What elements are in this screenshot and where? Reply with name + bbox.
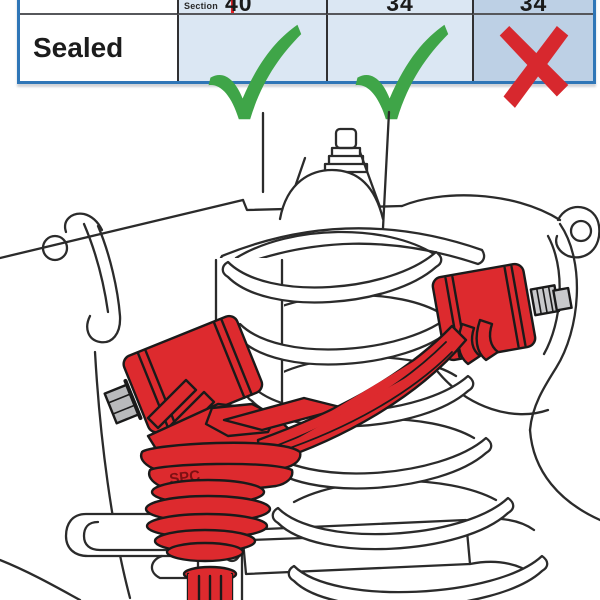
header-col-3: 34 bbox=[472, 0, 593, 15]
strut-top-mount bbox=[219, 127, 486, 272]
check-icon bbox=[355, 24, 449, 120]
comparison-table: Section 40 34 34 Sealed bbox=[17, 0, 596, 120]
upper-control-arm: SPC bbox=[103, 262, 573, 600]
header-col-1: Section 40 bbox=[177, 0, 326, 15]
ball-joint-boot bbox=[144, 478, 272, 563]
frame-bracket-left bbox=[41, 212, 122, 344]
cross-icon bbox=[499, 26, 568, 108]
left-bushing bbox=[103, 314, 264, 434]
castle-nut bbox=[182, 565, 238, 600]
sealed-result-3 bbox=[472, 15, 593, 108]
header-col-2: 34 bbox=[326, 0, 472, 15]
bracket-hole-icon bbox=[569, 219, 593, 243]
check-icon bbox=[208, 24, 301, 120]
bracket-hole-icon bbox=[41, 234, 69, 262]
red-divider bbox=[231, 0, 234, 13]
header-number-1: 40 bbox=[225, 0, 253, 16]
sealed-result-2 bbox=[326, 15, 472, 120]
sealed-result-1 bbox=[177, 15, 326, 120]
header-number-2: 34 bbox=[386, 0, 414, 16]
header-number-3: 34 bbox=[519, 0, 548, 16]
section-label: Section bbox=[184, 1, 218, 11]
header-feature-cell bbox=[20, 0, 177, 15]
arm-fork-finger bbox=[475, 318, 500, 362]
stud-nut-icon bbox=[334, 127, 358, 150]
arm-fork-finger bbox=[146, 378, 198, 430]
frame-lines bbox=[0, 194, 600, 600]
row-label-sealed: Sealed bbox=[20, 15, 177, 81]
